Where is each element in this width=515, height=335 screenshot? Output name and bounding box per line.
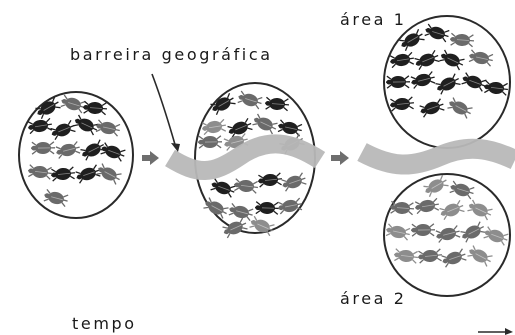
- label-area-2: área 2: [340, 291, 407, 307]
- stage-arrow-1: [142, 151, 159, 165]
- label-time: tempo: [72, 316, 137, 332]
- beetle-icon: [31, 142, 55, 154]
- beetle-icon: [386, 76, 410, 88]
- stage-arrow-2: [331, 151, 349, 165]
- label-geographic-barrier: barreira geográfica: [70, 47, 273, 63]
- beetle-icon: [198, 136, 222, 148]
- beetle-icon: [255, 202, 279, 215]
- time-arrow: [478, 328, 513, 335]
- beetle-icon: [411, 224, 435, 236]
- barrier-pointer-line: [152, 74, 176, 148]
- geographic-barrier-band-separated: [362, 149, 515, 165]
- label-area-1: área 1: [340, 12, 407, 28]
